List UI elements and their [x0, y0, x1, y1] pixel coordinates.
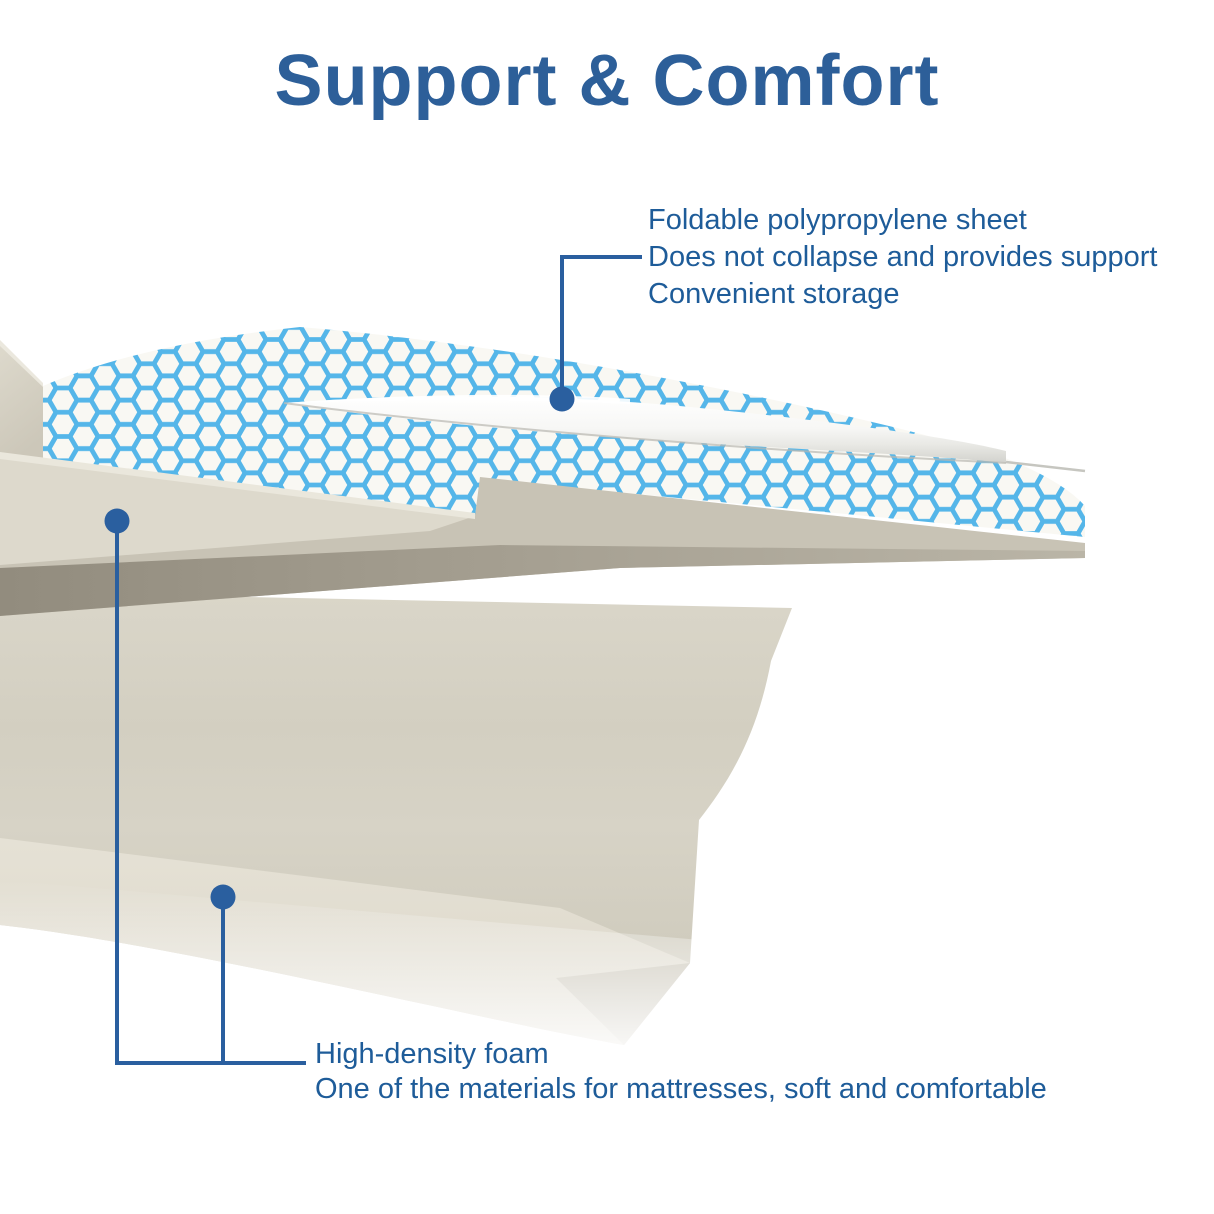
callout-dot-foam-top-icon: [104, 508, 130, 534]
callout-dot-foam-front-icon: [210, 884, 236, 910]
sheet-callout-line-1: Foldable polypropylene sheet: [648, 204, 1027, 236]
leader-line-foam-1: [115, 524, 306, 1065]
sheet-callout-line-2: Does not collapse and provides support: [648, 241, 1158, 273]
sheet-callout-line-3: Convenient storage: [648, 278, 900, 310]
middle-foam-layer: [0, 452, 1085, 616]
sheet-shadow-line: [1005, 460, 1086, 473]
sheet-callout: Foldable polypropylene sheet Does not co…: [648, 202, 1157, 313]
foam-back-wedge: [0, 340, 43, 462]
callout-dots: [104, 386, 575, 910]
leader-line-sheet: [560, 255, 642, 390]
foam-callout: High-density foam One of the materials f…: [315, 1037, 1047, 1107]
foam-crease-shadow: [0, 545, 1085, 616]
foam-callout-line-1: High-density foam: [315, 1038, 549, 1070]
callout-leaders: [115, 255, 642, 1065]
page-title: Support & Comfort: [274, 41, 940, 121]
foam-callout-line-2: One of the materials for mattresses, sof…: [315, 1073, 1047, 1105]
polypropylene-sheet: [283, 394, 1086, 473]
bottom-foam-block: [0, 592, 792, 1070]
callout-dot-sheet-icon: [549, 386, 575, 412]
